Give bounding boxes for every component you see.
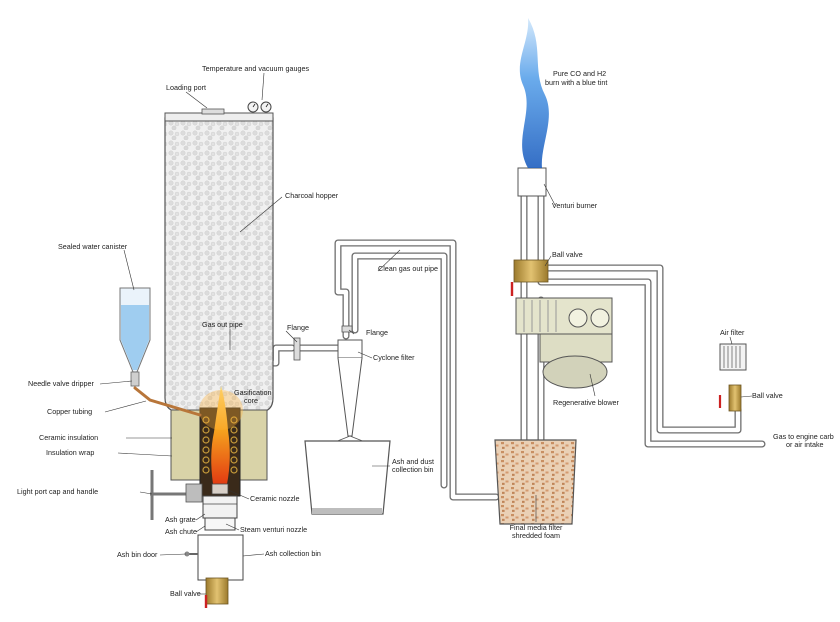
label-loading-port: Loading port [166,83,206,92]
copper-tubing [133,386,202,417]
label-ceramic-insulation: Ceramic insulation [39,433,98,442]
label-needle-valve: Needle valve dripper [28,379,95,388]
gasification-core [150,386,268,608]
regenerative-blower [515,297,613,389]
gauges-icon [247,101,272,113]
label-ball-valve-right: Ball valve [752,391,783,400]
label-ball-valve-top: Ball valve [552,250,583,259]
label-sealed-water: Sealed water canister [58,242,128,251]
blue-flame-icon [519,18,549,168]
label-steam-venturi: Steam venturi nozzle [240,525,307,534]
label-flange-2: Flange [366,328,388,337]
cyclone-filter [329,339,371,445]
leader-lines [99,72,753,595]
label-ash-dust-2: collection bin [392,465,434,474]
air-filter [718,343,747,412]
loading-port [201,108,225,115]
light-port-cap [185,483,203,503]
label-final-media-2: shredded foam [512,531,560,540]
right-ball-valve [728,384,742,412]
label-gas-out-pipe: Gas out pipe [202,320,243,329]
bottom-ball-valve [205,577,229,605]
needle-valve [130,371,140,387]
label-ash-dust-1: Ash and dust [392,457,434,466]
label-flange-1: Flange [287,323,309,332]
flanges [293,325,353,361]
ash-dust-bin [304,440,391,515]
label-ash-bin-door: Ash bin door [117,550,158,559]
label-ash-grate: Ash grate [165,515,196,524]
label-ash-collection-bin: Ash collection bin [265,549,321,558]
label-copper-tubing: Copper tubing [47,407,92,416]
charcoal-hopper [164,101,274,413]
ceramic-nozzle [211,483,229,495]
label-final-media-1: Final media filter [510,523,563,532]
label-charcoal-hopper: Charcoal hopper [285,191,339,200]
label-air-filter: Air filter [720,328,745,337]
label-pure-co-1: Pure CO and H2 [553,69,606,78]
top-ball-valve [513,259,549,283]
label-clean-gas-pipe: Clean gas out pipe [378,264,438,273]
ash-chute [202,495,238,519]
ash-collection-bin [197,534,244,581]
label-ball-valve-bottom: Ball valve [170,589,201,598]
water-canister [119,287,202,417]
label-cyclone-filter: Cyclone filter [373,353,415,362]
label-venturi-burner: Venturi burner [552,201,598,210]
label-gas-engine-2: or air intake [786,440,824,449]
final-media-filter [494,439,577,525]
venturi-burner [517,18,549,197]
label-ash-chute: Ash chute [165,527,197,536]
label-pure-co-2: burn with a blue tint [545,78,607,87]
label-gas-engine-1: Gas to engine carb [773,432,834,441]
labels: Temperature and vacuum gauges Loading po… [17,64,834,598]
label-gasification-core-1: Gasification [234,388,272,397]
label-regenerative-blower: Regenerative blower [553,398,620,407]
gas-piping [213,192,766,604]
label-gauges: Temperature and vacuum gauges [202,64,309,73]
label-gasification-core-2: core [244,396,258,405]
label-light-port: Light port cap and handle [17,487,98,496]
label-ceramic-nozzle: Ceramic nozzle [250,494,300,503]
label-insulation-wrap: Insulation wrap [46,448,94,457]
